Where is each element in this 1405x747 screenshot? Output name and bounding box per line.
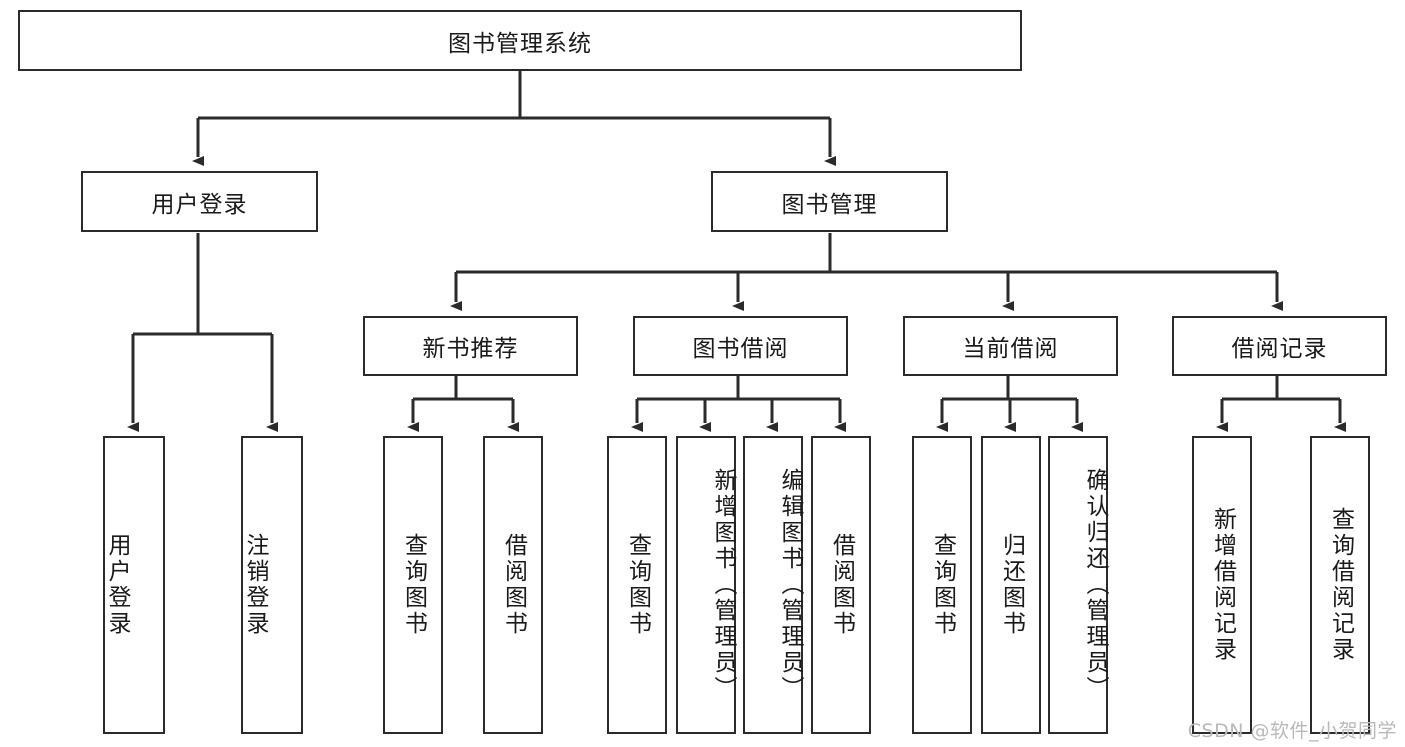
node-user-login-label: 用户登录: [151, 191, 248, 218]
leaf-logout-label: 注销登录: [242, 533, 268, 637]
leaf-query-book-2[interactable]: 查询图书: [607, 436, 667, 734]
leaf-query-book-2-label: 查询图书: [624, 533, 651, 637]
node-book-management[interactable]: 图书管理: [711, 171, 948, 232]
leaf-query-record-label: 查询借阅记录: [1327, 507, 1354, 663]
leaf-borrow-book-2-label: 借阅图书: [828, 533, 855, 637]
node-root-label: 图书管理系统: [448, 30, 592, 57]
leaf-logout[interactable]: 注销登录: [241, 436, 303, 734]
node-current-borrow-label: 当前借阅: [962, 336, 1059, 362]
node-new-book-recommend[interactable]: 新书推荐: [363, 316, 578, 376]
node-current-borrow[interactable]: 当前借阅: [903, 316, 1118, 376]
leaf-user-login[interactable]: 用户登录: [103, 436, 165, 734]
leaf-query-record[interactable]: 查询借阅记录: [1310, 436, 1370, 734]
leaf-borrow-book-1[interactable]: 借阅图书: [483, 436, 543, 734]
leaf-add-book[interactable]: 新增图书（管理员）: [676, 436, 736, 734]
node-book-borrow[interactable]: 图书借阅: [633, 316, 848, 376]
leaf-add-record-label: 新增借阅记录: [1209, 507, 1236, 663]
leaf-confirm-return-label: 确认归还（管理员）: [1082, 468, 1108, 702]
leaf-add-record[interactable]: 新增借阅记录: [1192, 436, 1252, 734]
node-book-management-label: 图书管理: [781, 191, 878, 218]
node-root[interactable]: 图书管理系统: [18, 10, 1022, 71]
watermark-text: CSDN @软件_小贺同学: [1187, 720, 1397, 742]
node-book-borrow-label: 图书借阅: [692, 336, 789, 362]
leaf-borrow-book-1-label: 借阅图书: [500, 533, 527, 637]
leaf-edit-book-label: 编辑图书（管理员）: [777, 468, 803, 702]
node-borrow-record-label: 借阅记录: [1231, 336, 1328, 362]
leaf-user-login-label: 用户登录: [104, 533, 130, 637]
leaf-confirm-return[interactable]: 确认归还（管理员）: [1048, 436, 1108, 734]
leaf-return-book-label: 归还图书: [998, 533, 1025, 637]
leaf-add-book-label: 新增图书（管理员）: [710, 468, 736, 702]
node-user-login[interactable]: 用户登录: [81, 171, 318, 232]
leaf-query-book-1[interactable]: 查询图书: [383, 436, 443, 734]
leaf-edit-book[interactable]: 编辑图书（管理员）: [743, 436, 803, 734]
leaf-query-book-1-label: 查询图书: [400, 533, 427, 637]
leaf-query-book-3[interactable]: 查询图书: [912, 436, 972, 734]
node-borrow-record[interactable]: 借阅记录: [1172, 316, 1387, 376]
node-new-book-recommend-label: 新书推荐: [422, 336, 519, 362]
leaf-borrow-book-2[interactable]: 借阅图书: [811, 436, 871, 734]
leaf-query-book-3-label: 查询图书: [929, 533, 956, 637]
leaf-return-book[interactable]: 归还图书: [981, 436, 1041, 734]
